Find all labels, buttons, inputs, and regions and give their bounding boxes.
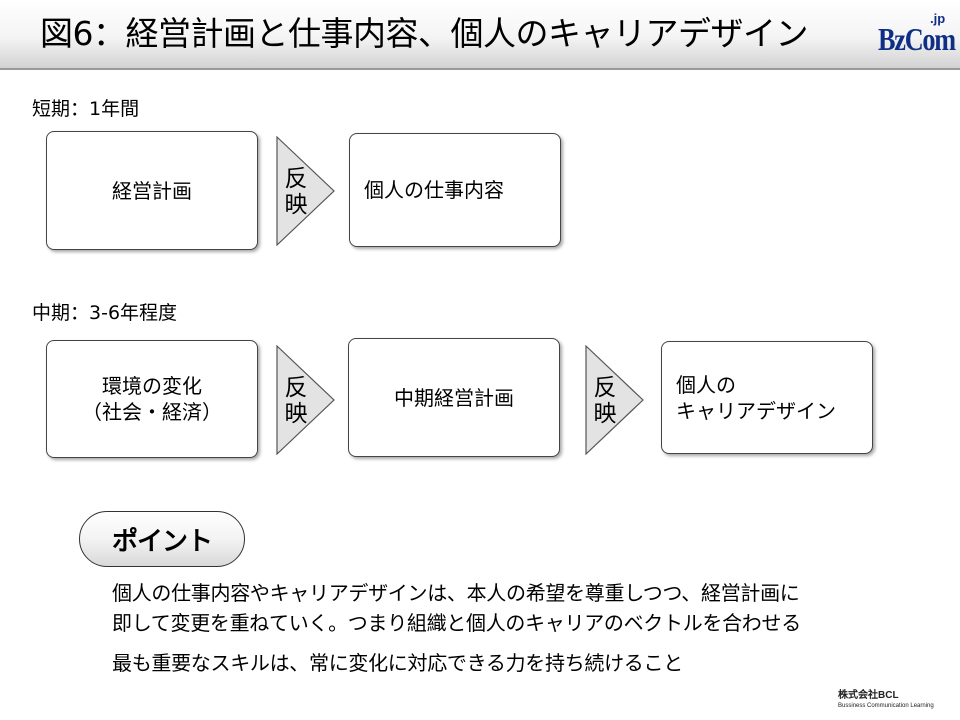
point-line-1: 個人の仕事内容やキャリアデザインは、本人の希望を尊重しつつ、経営計画に	[112, 581, 800, 605]
logo-domain-suffix: .jp	[930, 11, 946, 26]
reflect-arrow-1: 反 映	[276, 345, 336, 455]
mid-term-plan-box: 中期経営計画	[348, 338, 560, 457]
environment-change-box: 環境の変化 （社会・経済）	[46, 340, 258, 458]
arrow-shape-icon	[276, 136, 335, 246]
business-plan-text: 経営計画	[112, 178, 192, 203]
career-design-text: 個人の キャリアデザイン	[676, 372, 836, 423]
point-line-2: 即して変更を重ねていく。つまり組織と個人のキャリアのベクトルを合わせる	[112, 611, 801, 635]
reflect-arrow-2: 反 映	[585, 345, 645, 455]
career-design-box: 個人の キャリアデザイン	[661, 341, 873, 454]
business-plan-box: 経営計画	[46, 131, 258, 250]
short-term-label: 短期：1年間	[32, 98, 140, 120]
footer-company: 株式会社BCL	[838, 690, 899, 701]
bzcom-logo: BzCom .jp	[878, 12, 958, 62]
logo-wordmark: BzCom	[878, 21, 956, 57]
title-bar: 図6：経営計画と仕事内容、個人のキャリアデザイン BzCom .jp	[0, 0, 960, 70]
reflect-arrow: 反 映	[276, 136, 336, 246]
bcl-footer-logo: 株式会社BCL Bussiness Communication Learning	[838, 690, 956, 710]
mid-term-label: 中期：3-6年程度	[32, 302, 178, 324]
point-badge: ポイント	[79, 511, 245, 567]
reflect-arrow-2-label: 反 映	[593, 375, 617, 427]
footer-tagline: Bussiness Communication Learning	[838, 703, 934, 709]
mid-term-plan-text: 中期経営計画	[394, 385, 514, 410]
arrow-shape-icon	[585, 345, 644, 455]
environment-change-text: 環境の変化 （社会・経済）	[82, 374, 222, 424]
slide-title: 図6：経営計画と仕事内容、個人のキャリアデザイン	[40, 14, 809, 53]
personal-work-text: 個人の仕事内容	[364, 178, 504, 202]
reflect-arrow-label: 反 映	[284, 166, 308, 218]
arrow-shape-icon	[276, 345, 335, 455]
reflect-arrow-1-label: 反 映	[284, 375, 308, 427]
point-line-3: 最も重要なスキルは、常に変化に対応できる力を持ち続けること	[112, 651, 683, 675]
personal-work-box: 個人の仕事内容	[349, 133, 561, 247]
